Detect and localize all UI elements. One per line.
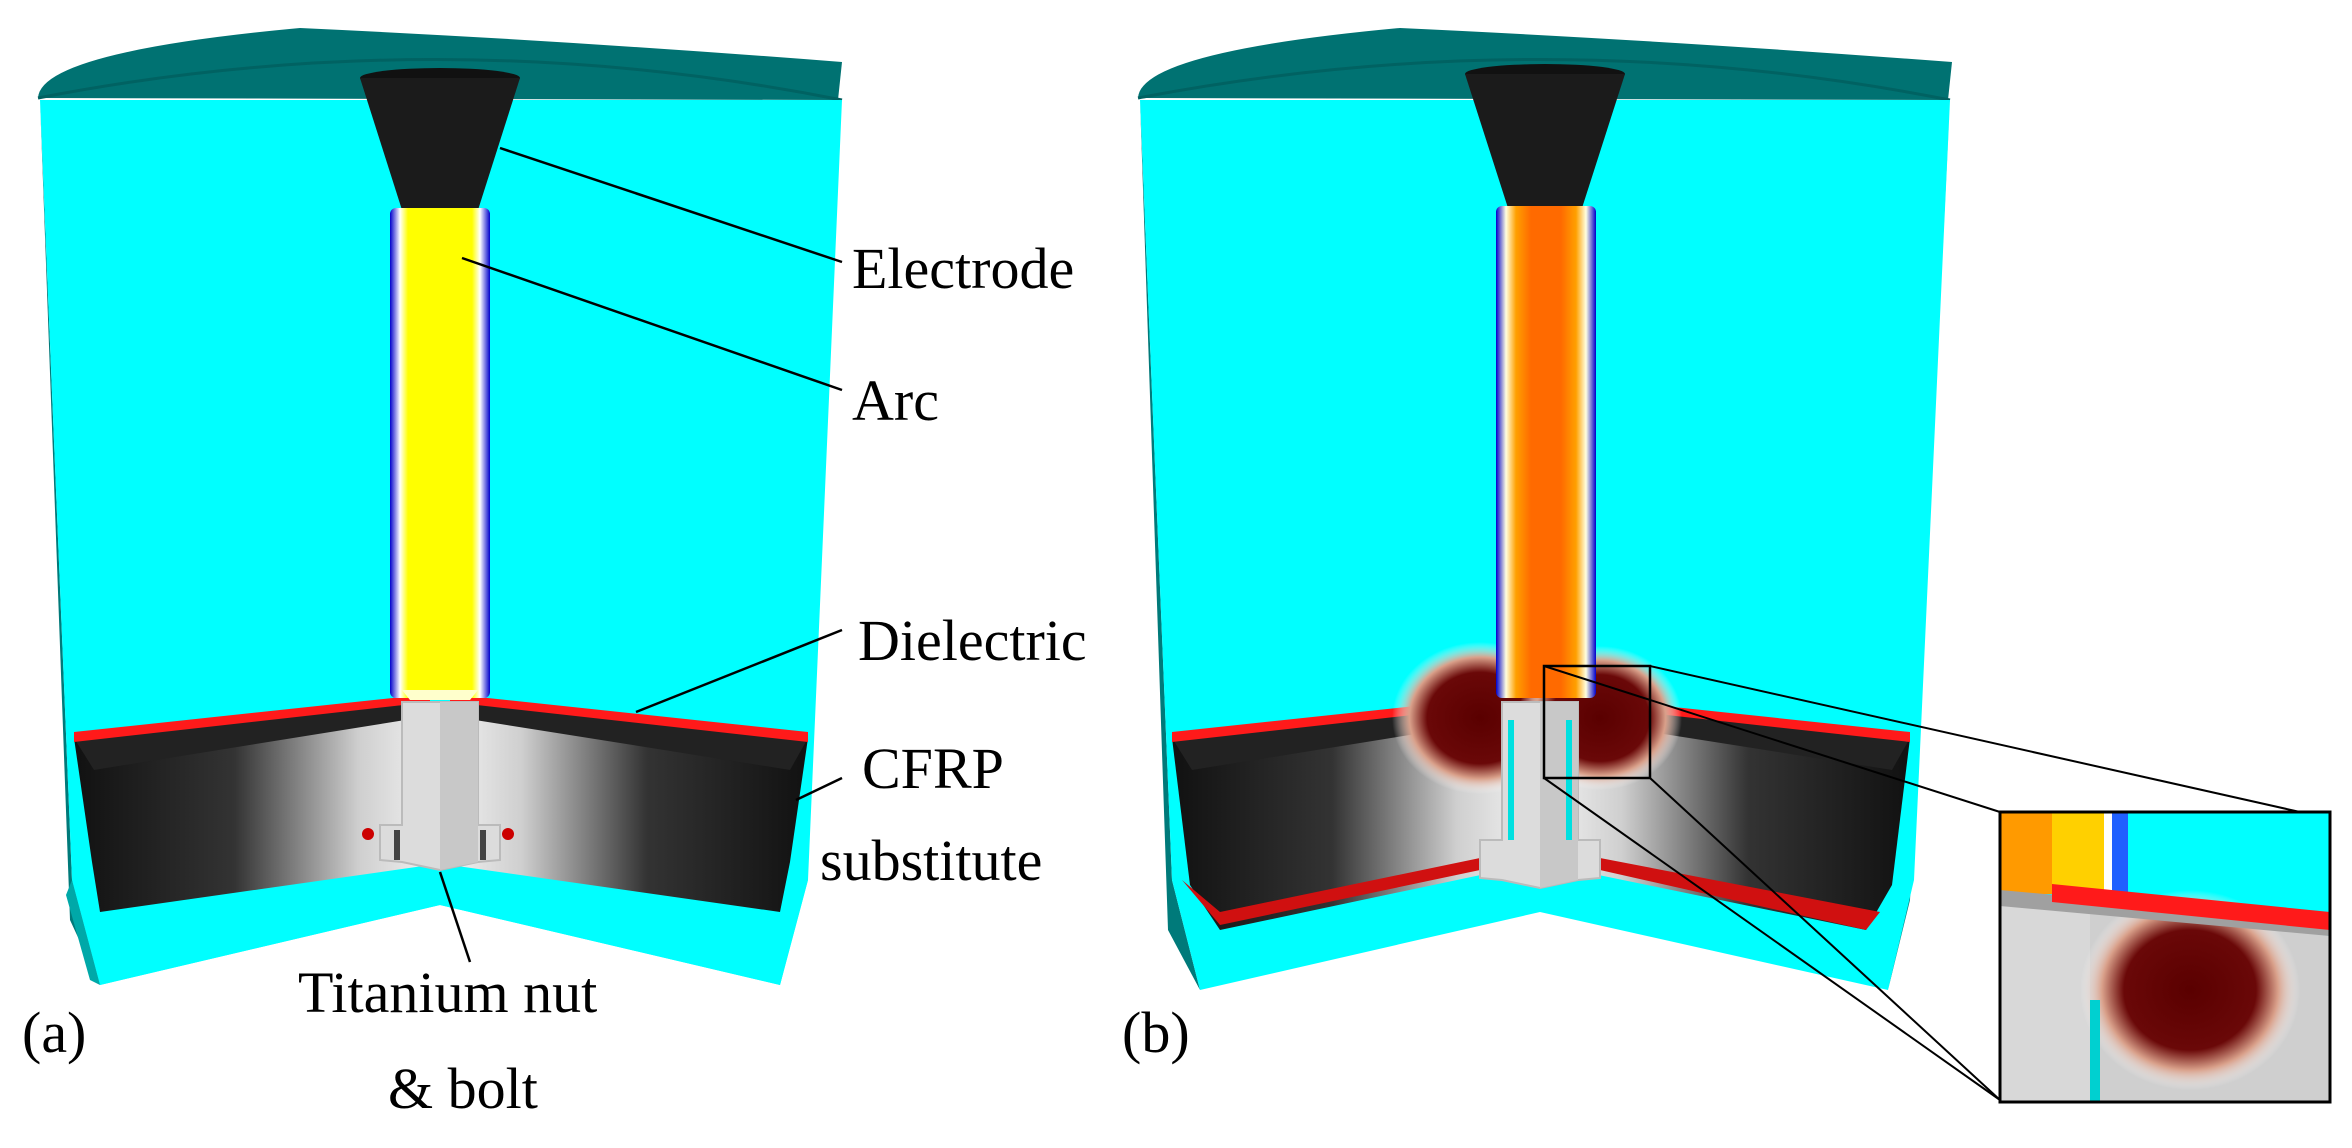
- electrode-b: [1465, 74, 1625, 208]
- leader-cfrp-a: [795, 776, 843, 802]
- hotspot-right-a: [502, 828, 514, 840]
- dielectric-left-a: [74, 694, 430, 742]
- label-electrode: Electrode: [852, 236, 1074, 301]
- bolt-gap-left-b: [1508, 720, 1514, 840]
- zoom-line-left-bottom: [1543, 777, 2001, 1101]
- cfrp-slab-top-left-a: [74, 702, 430, 770]
- nut-slot-right-a: [480, 830, 486, 860]
- zoom-line-bottom-right: [1649, 777, 2001, 1101]
- cylinder-top-a: [38, 28, 842, 100]
- leader-dielectric-a: [635, 628, 843, 714]
- cylinder-top-rim-a: [37, 58, 843, 102]
- cylinder-top-rim-b: [1137, 58, 1951, 102]
- titanium-bolt-shade-b: [1540, 702, 1578, 888]
- arc-column-b: [1496, 206, 1596, 698]
- dielectric-right-a: [450, 694, 808, 742]
- leader-nut-a: [438, 871, 472, 963]
- arc-root-a: [402, 690, 478, 700]
- electrode-a: [360, 78, 520, 210]
- label-dielectric: Dielectric: [858, 608, 1087, 673]
- label-cfrp-line2: substitute: [820, 828, 1042, 893]
- hotspot-left-a: [362, 828, 374, 840]
- label-cfrp-line1: CFRP: [862, 736, 1004, 801]
- gas-lower-a: [72, 870, 808, 985]
- zoom-source-box: [1542, 664, 1652, 780]
- panel-a: Electrode Arc Dielectric CFRP substitute…: [22, 28, 1087, 1121]
- panel-tag-a: (a): [22, 1000, 86, 1065]
- zoom-line-left: [1543, 665, 2001, 813]
- panel-tag-b: (b): [1122, 1000, 1190, 1065]
- titanium-bolt-shade-a: [440, 702, 478, 870]
- label-nut-line1: Titanium nut: [298, 960, 597, 1025]
- zoom-line-top: [1649, 665, 2301, 813]
- arc-column-a: [390, 208, 490, 698]
- bottom-dielectric-right-b: [1600, 858, 1880, 930]
- bolt-gap-right-b: [1566, 720, 1572, 840]
- nut-slot-left-a: [394, 830, 400, 860]
- leader-arc-a: [461, 256, 843, 392]
- bottom-dielectric-left-b: [1182, 858, 1480, 925]
- label-arc: Arc: [852, 368, 939, 433]
- inset-zoom: [1998, 810, 2332, 1104]
- leader-electrode-a: [499, 146, 843, 264]
- panel-b: (b): [1122, 28, 2332, 1104]
- cfrp-slab-top-right-a: [450, 702, 808, 770]
- label-nut-line2: & bolt: [388, 1056, 538, 1121]
- gas-lower-side-a: [66, 880, 100, 985]
